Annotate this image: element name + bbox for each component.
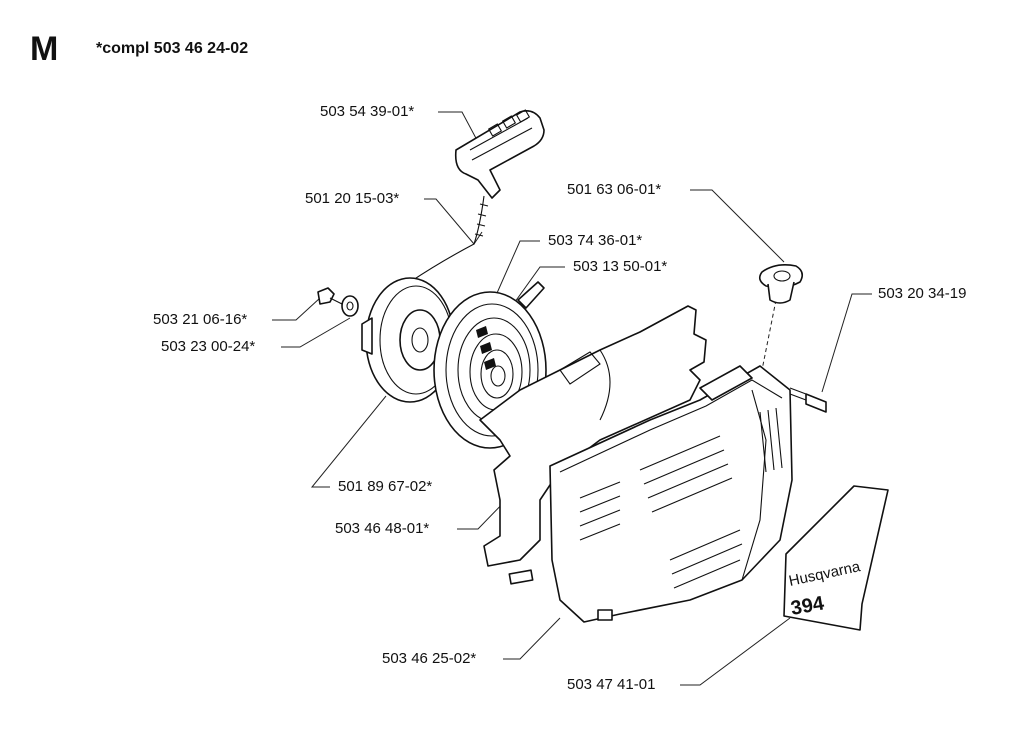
part-label-bushing: 501 63 06-01* xyxy=(567,181,662,198)
part-label-cover: 503 46 25-02* xyxy=(382,650,477,667)
starter-frame xyxy=(479,305,707,585)
part-label-frame: 503 46 48-01* xyxy=(335,520,430,537)
model-decal: Husqvarna 394 xyxy=(783,485,889,631)
starter-handle xyxy=(454,109,545,199)
bolt-and-washer xyxy=(317,287,359,317)
part-label-spring-b: 503 13 50-01* xyxy=(573,258,668,275)
part-label-spring-a: 503 74 36-01* xyxy=(548,232,643,249)
cover-bushing xyxy=(758,264,804,304)
part-label-bolt: 503 21 06-16* xyxy=(153,311,248,328)
part-label-decal: 503 47 41-01 xyxy=(567,676,656,693)
part-label-washer: 503 23 00-24* xyxy=(161,338,256,355)
part-label-handle: 503 54 39-01* xyxy=(320,103,415,120)
part-label-pulley: 501 89 67-02* xyxy=(338,478,433,495)
kit-note: *compl 503 46 24-02 xyxy=(96,40,249,57)
part-label-screw: 503 20 34-19 xyxy=(878,285,967,302)
leader-lines xyxy=(272,111,872,686)
section-letter: M xyxy=(30,30,59,68)
starter-cover xyxy=(549,365,793,623)
cover-screw xyxy=(789,387,827,413)
cover-grille xyxy=(579,407,783,589)
part-label-rope: 501 20 15-03* xyxy=(305,190,400,207)
rope-pulley xyxy=(361,277,455,403)
